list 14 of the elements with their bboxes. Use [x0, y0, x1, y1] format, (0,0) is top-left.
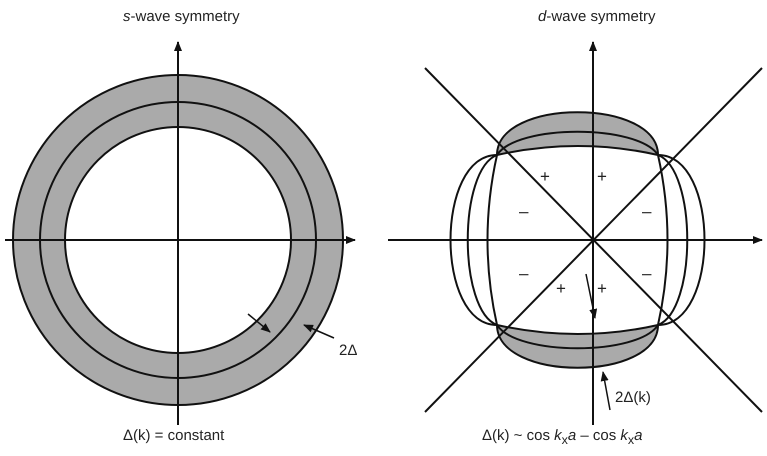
gap-label: 2Δ	[339, 343, 358, 360]
sign-label: –	[519, 203, 528, 222]
gap-formula: Δ(k) ~ cos k$_{x}$a – cos k$_{x}$a	[482, 428, 642, 448]
panel-title: d-wave symmetry	[538, 9, 656, 26]
sign-label: –	[642, 203, 652, 222]
sign-label: +	[597, 280, 607, 299]
sign-label: –	[642, 265, 652, 284]
gap-label: 2Δ(k)	[615, 390, 651, 406]
panel-title: s-wave symmetry	[123, 9, 240, 26]
sign-label: +	[556, 280, 566, 299]
sign-label: –	[519, 265, 528, 284]
sign-label: +	[540, 168, 550, 187]
sign-label: +	[597, 168, 607, 187]
gap-formula: Δ(k) = constant	[123, 428, 224, 444]
